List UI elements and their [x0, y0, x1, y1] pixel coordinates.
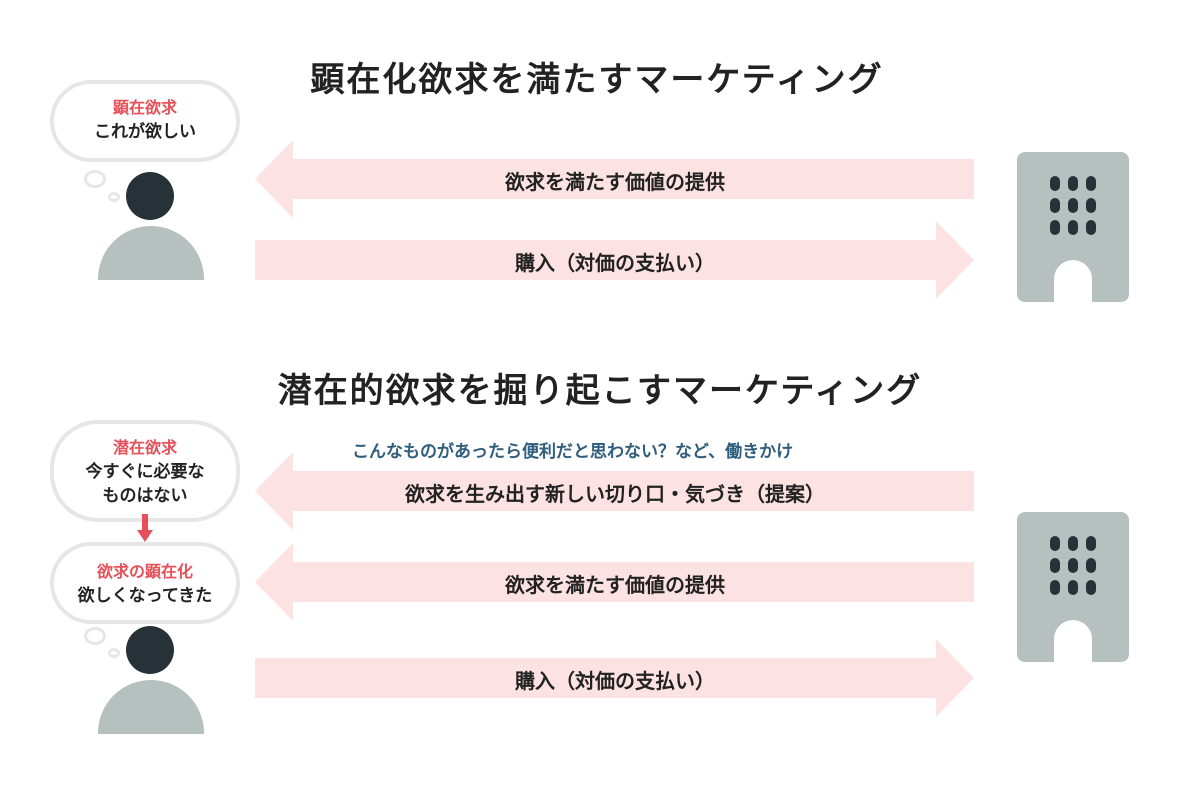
arrow-label-new-perspective: 欲求を生み出す新しい切り口・気づき（提案） [405, 482, 825, 506]
thought-dot-small [108, 192, 120, 202]
thought-dot-small [108, 648, 120, 658]
window [1086, 198, 1096, 213]
arrow-right-purchase-2 [255, 639, 974, 717]
window [1050, 580, 1060, 595]
person-head [126, 172, 174, 220]
window [1086, 580, 1096, 595]
door [1054, 620, 1092, 662]
arrow-label-value-provision-2: 欲求を満たす価値の提供 [505, 573, 725, 597]
window [1068, 580, 1078, 595]
section1-thought-bubble: 顕在欲求 これが欲しい [50, 80, 240, 162]
section2-title: 潜在的欲求を掘り起こすマーケティング [277, 371, 923, 411]
arrow-label-purchase-2: 購入（対価の支払い） [515, 669, 715, 693]
thought-dot-large [84, 170, 106, 188]
transition-arrow-icon [142, 514, 148, 532]
window [1050, 220, 1060, 235]
arrow-left-new-perspective [255, 452, 974, 530]
window [1068, 536, 1078, 551]
section2-thought-bubble-manifest: 欲求の顕在化 欲しくなってきた [50, 542, 240, 624]
section2-bubble1-title: 潜在欲求 [112, 438, 177, 457]
section2-customer-icon [98, 626, 204, 734]
arrow-right-purchase [255, 221, 974, 299]
section2-thought-bubble-latent: 潜在欲求 今すぐに必要な ものはない [50, 420, 240, 522]
thought-dot-large [84, 627, 106, 645]
arrow-left-value-provision [255, 140, 974, 218]
section1-title: 顕在化欲求を満たすマーケティング [310, 60, 884, 100]
arrow-label-purchase: 購入（対価の支払い） [515, 251, 715, 275]
window [1050, 558, 1060, 573]
person-head [126, 626, 174, 674]
window [1068, 220, 1078, 235]
window [1068, 198, 1078, 213]
door [1054, 260, 1092, 302]
arrow-left-value-provision-2 [255, 543, 974, 621]
transition-arrowhead [137, 530, 153, 542]
window [1086, 220, 1096, 235]
section2-bubble2-text: 欲しくなってきた [77, 586, 213, 606]
section1-bubble-title: 顕在欲求 [112, 98, 177, 117]
section1-company-building-icon [1017, 152, 1129, 302]
approach-note: こんなものがあったら便利だと思わない？など、働きかけ [352, 442, 794, 462]
section2-bubble2-title: 欲求の顕在化 [96, 562, 193, 581]
window [1068, 176, 1078, 191]
window [1086, 176, 1096, 191]
window [1050, 176, 1060, 191]
arrow-label-value-provision: 欲求を満たす価値の提供 [505, 170, 725, 194]
section1-bubble-text: これが欲しい [94, 122, 196, 142]
window [1086, 536, 1096, 551]
window [1050, 536, 1060, 551]
section2-company-building-icon [1017, 512, 1129, 662]
section1-customer-icon [98, 172, 204, 280]
section2-bubble1-text1: 今すぐに必要な [85, 462, 205, 482]
section2-bubble1-text2: ものはない [102, 486, 188, 506]
window [1086, 558, 1096, 573]
window [1050, 198, 1060, 213]
window [1068, 558, 1078, 573]
